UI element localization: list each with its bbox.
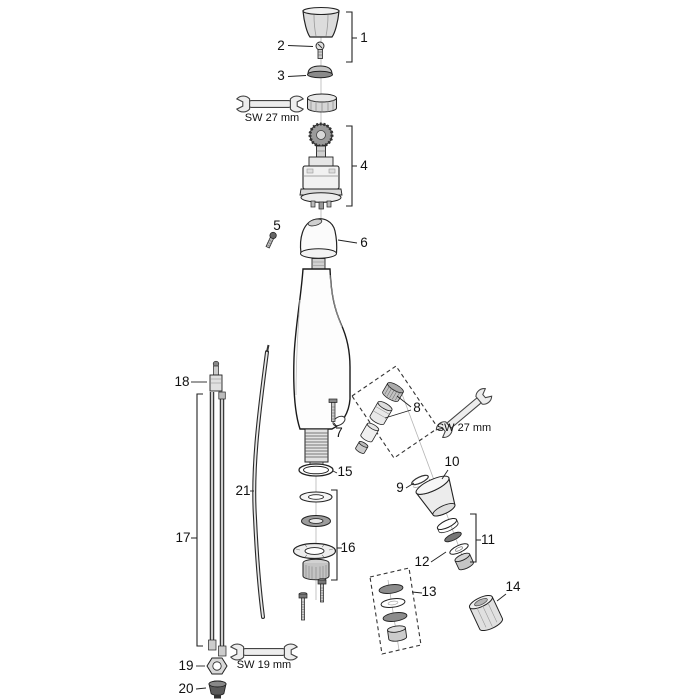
- group-box-13: [369, 567, 422, 655]
- mounting-stud-right: [317, 578, 327, 603]
- part-label-6: 6: [360, 235, 368, 250]
- part-label-16: 16: [340, 540, 355, 555]
- part-1-handle-knob: [302, 6, 340, 38]
- wrench-sw19-icon: [230, 643, 298, 661]
- part-14-sleeve: [468, 594, 504, 632]
- leader-14: [496, 593, 507, 602]
- bracket-16: [331, 489, 342, 581]
- part-label-10: 10: [444, 454, 459, 469]
- part-7-screw: [328, 398, 338, 422]
- leader-12: [430, 551, 447, 563]
- part-21-flexible-rod: [252, 344, 270, 619]
- mounting-stud-left: [298, 592, 308, 621]
- leader-8b: [384, 409, 412, 419]
- part-label-15: 15: [337, 464, 352, 479]
- part-label-17: 17: [175, 530, 190, 545]
- part-label-7: 7: [335, 425, 343, 440]
- leader-7: [333, 422, 338, 428]
- part-label-13: 13: [421, 584, 436, 599]
- part-10-aerator-cone: [415, 475, 456, 517]
- part-label-21: 21: [235, 483, 250, 498]
- part-label-12: 12: [414, 554, 429, 569]
- leader-3: [287, 75, 307, 77]
- bracket-4: [346, 125, 357, 207]
- leader-20: [195, 687, 207, 690]
- part-16-mounting-set: [292, 491, 337, 581]
- bracket-1: [346, 11, 357, 63]
- part-2-grub-screw: [315, 41, 325, 59]
- part-4-cartridge: [299, 122, 343, 210]
- leader-8a: [396, 395, 412, 408]
- part-label-8: 8: [413, 400, 421, 415]
- wrench-label-sw27-right: SW 27 mm: [437, 422, 491, 434]
- leader-15: [332, 470, 338, 474]
- retaining-sleeve-nut: [307, 93, 337, 113]
- part-label-18: 18: [174, 374, 189, 389]
- leader-10: [441, 469, 449, 480]
- part-label-5: 5: [273, 218, 281, 233]
- part-15-o-ring: [298, 463, 334, 477]
- part-label-11: 11: [481, 532, 495, 547]
- leader-9: [405, 482, 415, 489]
- leader-2: [287, 45, 314, 47]
- part-19-hex-nut: [206, 657, 228, 675]
- leader-6: [337, 239, 358, 244]
- part-label-3: 3: [277, 68, 285, 83]
- part-label-20: 20: [178, 681, 193, 696]
- part-label-4: 4: [360, 158, 368, 173]
- threaded-shank: [304, 428, 329, 468]
- part-3-cap-seal: [307, 65, 333, 79]
- part-5-screw: [265, 231, 277, 249]
- wrench-label-sw19: SW 19 mm: [237, 659, 291, 671]
- part-label-14: 14: [505, 579, 521, 594]
- leader-13: [411, 591, 423, 594]
- part-label-9: 9: [396, 480, 404, 495]
- part-label-2: 2: [277, 38, 285, 53]
- part-11-insert-stack: [436, 517, 474, 571]
- bracket-17: [191, 393, 203, 647]
- part-17-supply-hoses: [208, 391, 227, 657]
- wrench-sw27-top-icon: [236, 95, 304, 113]
- part-label-1: 1: [360, 30, 368, 45]
- part-6-spout-top: [299, 218, 338, 270]
- faucet-body: [293, 268, 351, 430]
- part-8-internals: [355, 382, 404, 454]
- part-label-19: 19: [178, 658, 193, 673]
- part-13-filter-discs: [378, 584, 408, 642]
- part-18-hose-connector: [209, 360, 223, 392]
- bracket-11: [470, 513, 481, 563]
- wrench-label-sw27-top: SW 27 mm: [245, 112, 299, 124]
- part-20-plug: [208, 680, 227, 699]
